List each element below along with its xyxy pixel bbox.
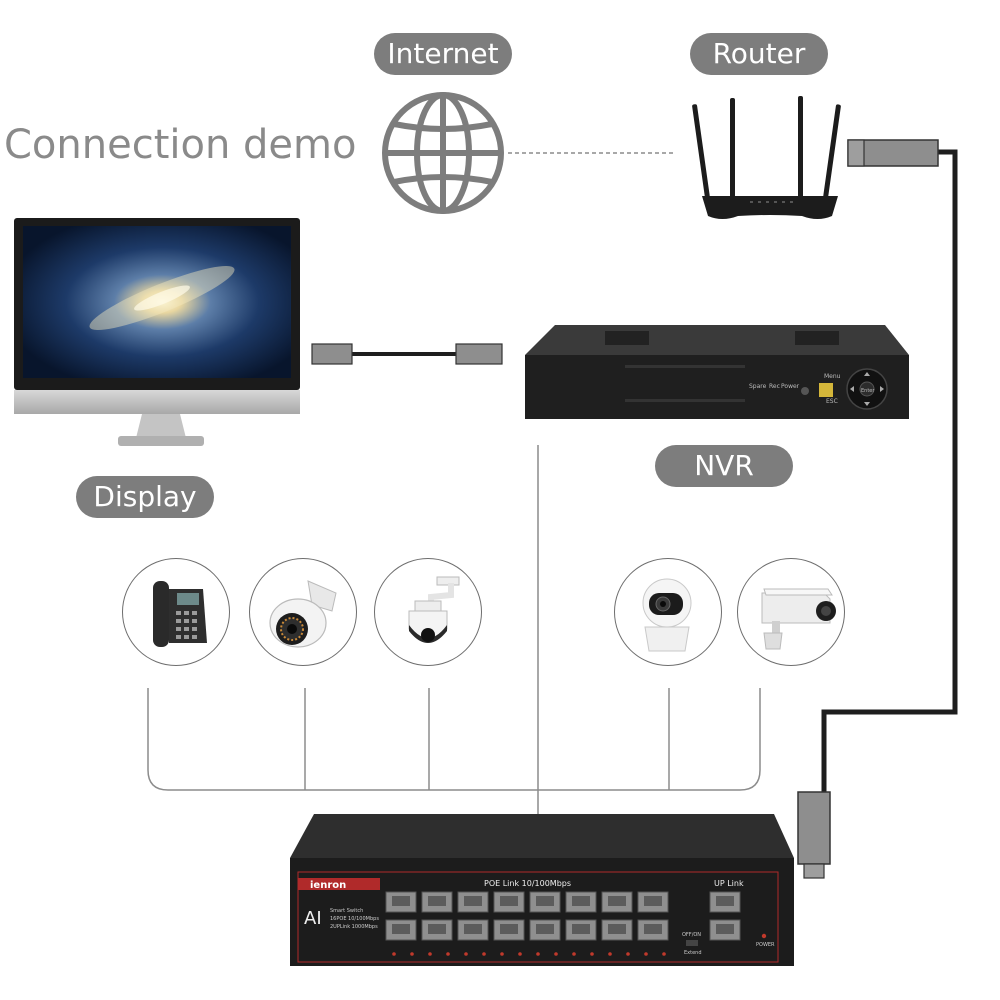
- port-led: [626, 952, 630, 956]
- port-led: [482, 952, 486, 956]
- switch-model-line2: 16POE 10/100Mbps: [330, 916, 379, 922]
- display-label: Display: [76, 476, 214, 518]
- port-led: [500, 952, 504, 956]
- ptz-camera-circle: [374, 558, 482, 666]
- port-led: [392, 952, 396, 956]
- router-icon: [692, 96, 841, 219]
- switch-extend-label: Extend: [684, 950, 702, 956]
- port-led: [518, 952, 522, 956]
- switch-model-line3: 2UPLink 1000Mbps: [330, 924, 378, 930]
- dome-camera-circle: [249, 558, 357, 666]
- switch-poe-link-label: POE Link 10/100Mbps: [484, 879, 571, 888]
- port-led: [662, 952, 666, 956]
- port-led: [608, 952, 612, 956]
- globe-icon: [382, 92, 504, 214]
- router-label: Router: [690, 33, 828, 75]
- switch-power-label: POWER: [756, 942, 775, 948]
- device-bus: [147, 688, 761, 791]
- bullet-camera-icon: [761, 588, 836, 650]
- indoor-camera-icon: [642, 578, 692, 652]
- dome-camera-icon: [269, 580, 337, 648]
- nvr-power-label: Power: [781, 383, 800, 390]
- display-plug-left: [311, 343, 353, 365]
- ip-phone-circle: [122, 558, 230, 666]
- nvr-spare-label: Spare: [749, 383, 767, 390]
- port-led: [572, 952, 576, 956]
- port-led: [410, 952, 414, 956]
- nvr-menu-label: Menu: [824, 373, 841, 380]
- switch-ports: [385, 891, 741, 956]
- display-plug-right: [455, 343, 503, 365]
- ip-phone-icon: [153, 581, 207, 647]
- port-led: [464, 952, 468, 956]
- port-led: [446, 952, 450, 956]
- port-led: [428, 952, 432, 956]
- nvr-enter-label: Enter: [861, 388, 875, 394]
- switch-model-line1: Smart Switch: [330, 908, 363, 914]
- switch-plug: [797, 791, 831, 865]
- port-led: [536, 952, 540, 956]
- switch-up-link-label: UP Link: [714, 879, 744, 888]
- poe-switch: ienron POE Link 10/100Mbps UP Link AI Sm…: [290, 814, 794, 966]
- port-led: [554, 952, 558, 956]
- port-led: [644, 952, 648, 956]
- port-led: [590, 952, 594, 956]
- page-title: Connection demo: [4, 122, 357, 168]
- display-monitor: [14, 218, 300, 446]
- bullet-camera-circle: [737, 558, 845, 666]
- internet-label: Internet: [374, 33, 512, 75]
- indoor-camera-circle: [614, 558, 722, 666]
- nvr-label: NVR: [655, 445, 793, 487]
- nvr-rec-label: Rec: [769, 383, 780, 390]
- ptz-camera-icon: [408, 576, 460, 643]
- nvr-esc-label: ESC: [826, 398, 838, 405]
- nvr-device: Spare Rec Power Menu ESC Enter: [525, 325, 909, 419]
- switch-ai-logo: AI: [304, 908, 322, 929]
- switch-brand: ienron: [310, 880, 346, 891]
- switch-offon-label: OFF/ON: [682, 932, 701, 938]
- uplink-cable: [821, 149, 958, 792]
